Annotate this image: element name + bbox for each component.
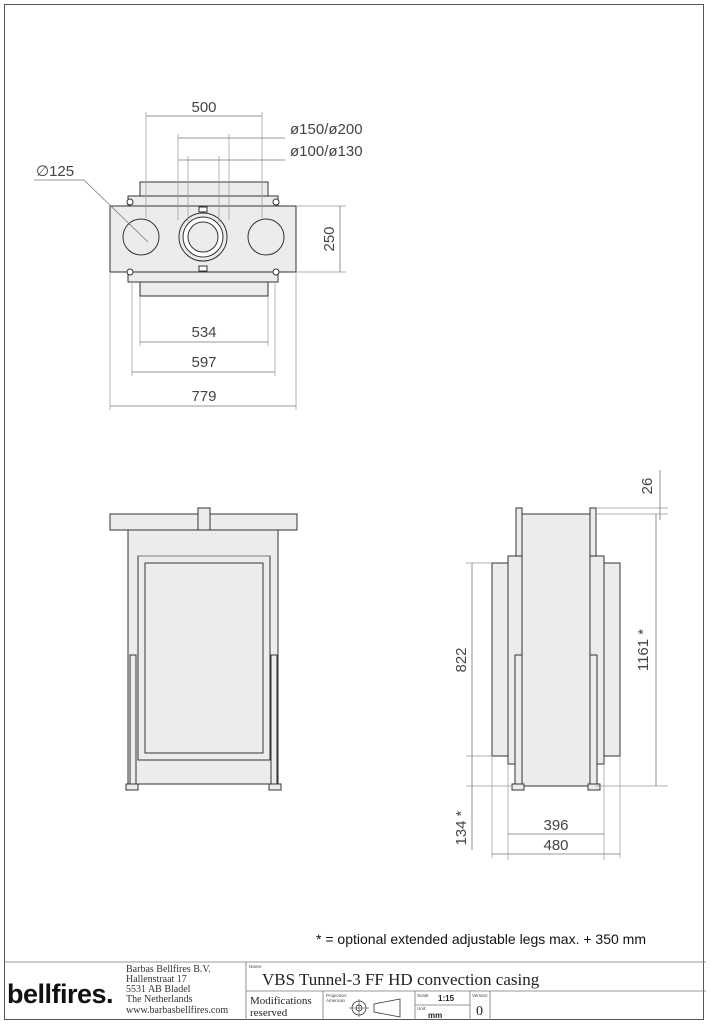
dim-534: 534 [191, 324, 216, 341]
company-name: Barbas Bellfires B.V. [126, 964, 211, 975]
version-label: Version: [472, 993, 488, 998]
dim-250: 250 [321, 226, 338, 251]
dim-26: 26 [639, 478, 656, 495]
legs-note: * = optional extended adjustable legs ma… [316, 931, 646, 947]
side-left-bracket [515, 507, 523, 557]
title-block: bellfires. Barbas Bellfires B.V. Hallens… [4, 961, 706, 1020]
side-foot-left [511, 783, 525, 791]
bolt [272, 198, 280, 206]
flue-tab-bottom [198, 265, 208, 272]
left-outlet [122, 218, 160, 256]
dim-822: 822 [453, 647, 470, 672]
version-value: 0 [476, 1004, 483, 1019]
front-foot-right [268, 783, 282, 791]
side-view: 26 1161 * 822 134 * 396 480 [453, 470, 668, 860]
projection-type: American [326, 998, 346, 1003]
name-label: Name: [249, 964, 262, 969]
side-leg-left [514, 654, 523, 786]
modifications-label: Modifications [250, 995, 312, 1007]
side-leg-right [589, 654, 598, 786]
company-city: 5531 AB Bladel [126, 984, 191, 995]
side-foot-right [587, 783, 601, 791]
bolt [126, 268, 134, 276]
flue-tab-top [198, 206, 208, 213]
dim-flue-outer: ø150/ø200 [290, 121, 363, 138]
reserved-label: reserved [250, 1007, 288, 1019]
right-outlet [247, 218, 285, 256]
front-leg-right [270, 654, 278, 786]
dim-480: 480 [543, 837, 568, 854]
dim-1161: 1161 * [635, 629, 652, 671]
drawing-title: VBS Tunnel-3 FF HD convection casing [262, 970, 540, 989]
dim-779: 779 [191, 388, 216, 405]
dim-outlet-diameter: ∅125 [36, 163, 74, 180]
front-glass [144, 562, 264, 754]
projection-symbol [349, 998, 401, 1018]
front-leg-left [129, 654, 137, 786]
dim-396: 396 [543, 817, 568, 834]
front-foot-left [125, 783, 139, 791]
top-view-upper-rail [127, 195, 279, 207]
bolt [126, 198, 134, 206]
dim-500: 500 [191, 99, 216, 116]
bolt [272, 268, 280, 276]
dim-134: 134 * [453, 810, 470, 845]
top-view: 500 ø150/ø200 ø100/ø130 ∅125 250 534 597 [34, 99, 363, 410]
bellfires-logo: bellfires. [7, 979, 113, 1009]
unit-label: Unit: [417, 1006, 426, 1011]
top-view-upper-flange [139, 181, 269, 197]
company-street: Hallenstraat 17 [126, 974, 187, 985]
drawing-frame [4, 4, 704, 1020]
side-body [521, 513, 591, 787]
scale-label: Scale: [417, 993, 430, 998]
company-country: The Netherlands [126, 994, 192, 1005]
company-website: www.barbasbellfires.com [126, 1005, 228, 1016]
projection-label: Projection: [326, 993, 347, 998]
side-right-bracket [589, 507, 597, 557]
unit-value: mm [428, 1011, 442, 1020]
dim-flue-inner: ø100/ø130 [290, 143, 363, 160]
dim-597: 597 [191, 354, 216, 371]
front-view [109, 507, 298, 791]
scale-value: 1:15 [438, 994, 455, 1003]
top-view-lower-rail [127, 271, 279, 283]
flue-inner [187, 221, 219, 253]
